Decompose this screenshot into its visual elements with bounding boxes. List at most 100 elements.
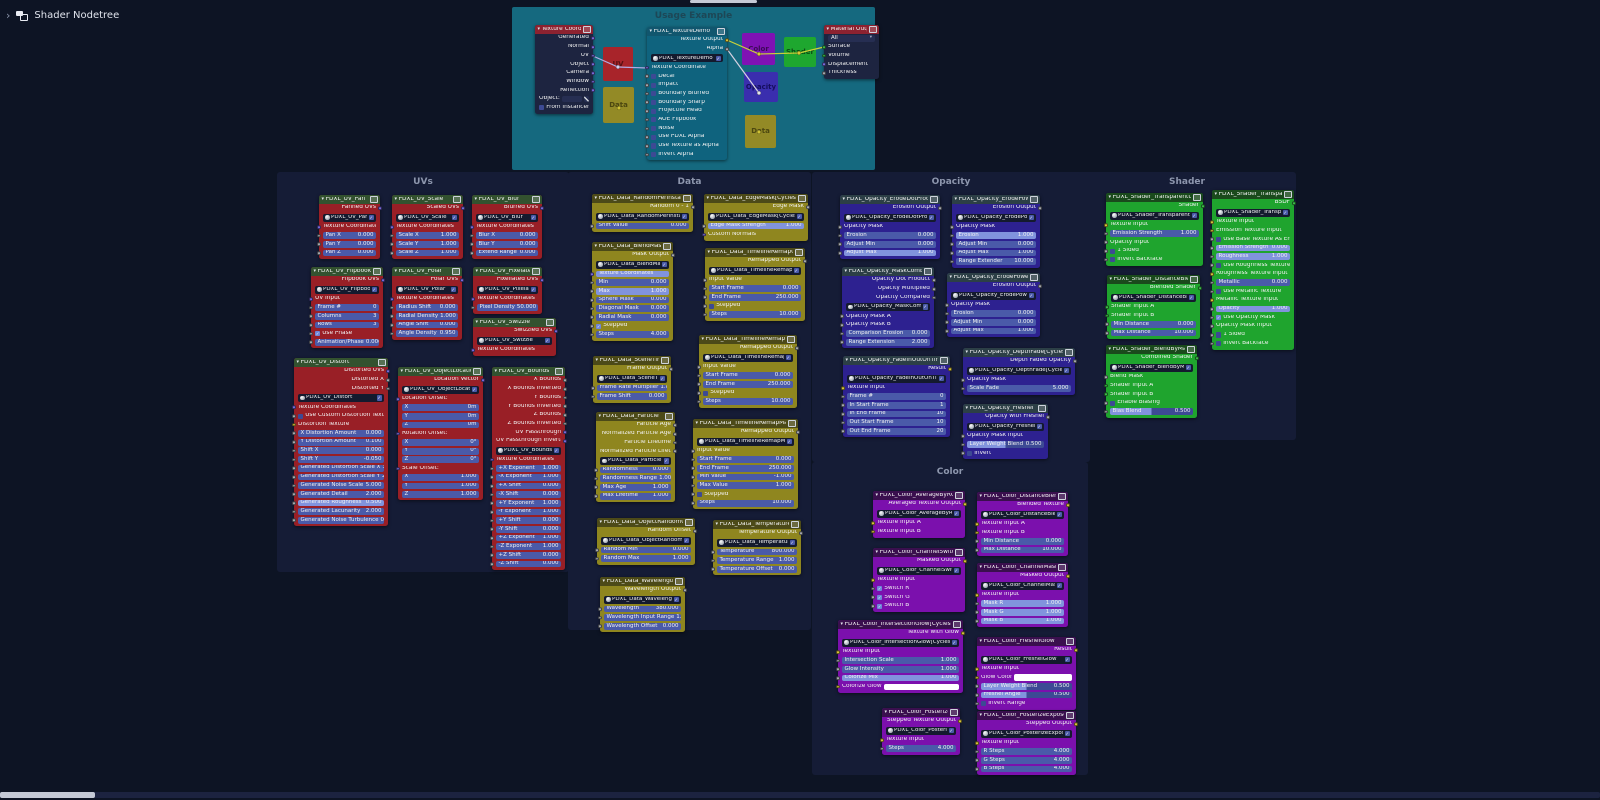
output-socket[interactable] <box>806 205 810 210</box>
number-field[interactable]: Frame #0 <box>847 393 946 401</box>
collapse-chevron-icon[interactable]: ▾ <box>842 196 846 202</box>
preview-toggle-icon[interactable] <box>1029 196 1038 203</box>
input-socket[interactable] <box>317 251 321 255</box>
collapse-chevron-icon[interactable]: ▾ <box>695 420 699 426</box>
object-field[interactable] <box>561 95 582 103</box>
node-group-selector[interactable]: PDXL_UV_Scale✓ <box>396 213 459 222</box>
output-socket[interactable] <box>591 79 595 84</box>
input-socket[interactable] <box>594 476 598 481</box>
preview-toggle-icon[interactable] <box>1189 276 1198 283</box>
preview-toggle-icon[interactable] <box>868 26 877 33</box>
input-socket[interactable] <box>594 485 598 490</box>
node-header[interactable]: ▾PDXL_Color_ChannelMask <box>977 563 1068 572</box>
output-socket[interactable] <box>938 206 942 211</box>
checkbox[interactable] <box>697 491 703 498</box>
input-socket[interactable] <box>470 242 474 247</box>
node-opacity-erodedotproduct[interactable]: ▾PDXL_Opacity_ErodeDotProductErosion Out… <box>838 195 942 259</box>
input-socket[interactable] <box>490 544 494 549</box>
output-socket[interactable] <box>591 53 595 58</box>
input-socket[interactable] <box>975 749 979 754</box>
group-options-toggle[interactable]: ✓ <box>1064 730 1070 737</box>
group-options-toggle[interactable]: ✓ <box>715 55 721 62</box>
preview-toggle-icon[interactable] <box>377 359 386 366</box>
output-socket[interactable] <box>796 430 800 435</box>
input-socket[interactable] <box>591 394 595 399</box>
input-socket[interactable] <box>975 684 979 689</box>
collapse-chevron-icon[interactable]: ▾ <box>1108 194 1112 200</box>
output-socket[interactable] <box>563 430 567 435</box>
node-opacity-fadeinoutontimeline[interactable]: ▾PDXL_Opacity_FadeInOutOnTimelineResultP… <box>841 356 952 438</box>
output-socket[interactable] <box>725 38 729 43</box>
collapse-chevron-icon[interactable]: ▾ <box>475 319 479 325</box>
input-socket[interactable] <box>950 225 954 229</box>
collapse-chevron-icon[interactable]: ▾ <box>599 519 603 525</box>
input-socket[interactable] <box>702 232 706 237</box>
input-socket[interactable] <box>838 225 842 229</box>
input-socket[interactable] <box>1105 322 1109 327</box>
preview-toggle-icon[interactable] <box>451 268 460 275</box>
group-options-toggle[interactable]: ✓ <box>789 539 795 546</box>
input-socket[interactable] <box>309 340 313 345</box>
preview-toggle-icon[interactable] <box>582 26 591 33</box>
node-header[interactable]: ▾PDXL_Data_EdgeMask[CyclesOnly] <box>704 194 808 203</box>
input-socket[interactable] <box>645 74 649 79</box>
input-socket[interactable] <box>945 320 949 325</box>
output-socket[interactable] <box>1073 359 1077 364</box>
checkbox[interactable] <box>651 152 657 158</box>
node-header[interactable]: ▾PDXL_Data_RandomPerInstance <box>592 194 693 203</box>
group-options-toggle[interactable]: ✓ <box>553 447 559 454</box>
output-socket[interactable] <box>591 36 595 41</box>
node-header[interactable]: ▾PDXL_Data_TimelineRemap - 1 - 1 <box>699 335 797 344</box>
collapse-chevron-icon[interactable]: ▾ <box>701 336 705 342</box>
group-options-toggle[interactable]: ✓ <box>1063 367 1069 374</box>
node-group-selector[interactable]: PDXL_Data_TimelineRemap - 1 - 1✓ <box>703 353 793 362</box>
node-group-selector[interactable]: PDXL_Data_BlendMask✓ <box>596 260 669 269</box>
node-header[interactable]: ▾PDXL_UV_Swizzle <box>473 318 556 327</box>
input-socket[interactable] <box>590 315 594 320</box>
input-socket[interactable] <box>703 278 707 282</box>
output-socket[interactable] <box>461 206 465 211</box>
input-socket[interactable] <box>841 394 845 399</box>
checkbox[interactable] <box>651 134 657 140</box>
node-header[interactable]: ▾PDXL_Opacity_Fresnel <box>963 404 1048 413</box>
node-header[interactable]: ▾PDXL_Shader_BlendByMask <box>1106 345 1197 354</box>
input-socket[interactable] <box>471 348 475 352</box>
group-options-toggle[interactable]: ✓ <box>530 214 536 221</box>
checkbox[interactable] <box>651 91 657 97</box>
output-socket[interactable] <box>691 205 695 210</box>
node-group-selector[interactable]: PDXL_UV_Pixelate✓ <box>477 285 538 294</box>
input-socket[interactable] <box>471 297 475 301</box>
output-socket[interactable] <box>1074 648 1078 653</box>
input-socket[interactable] <box>697 373 701 378</box>
input-socket[interactable] <box>1210 298 1214 303</box>
node-shader-transparentlit[interactable]: ▾PDXL_Shader_TransparentLitBSDFPDXL_Shad… <box>1210 190 1296 350</box>
input-socket[interactable] <box>975 619 979 623</box>
collapse-chevron-icon[interactable]: ▾ <box>949 274 953 280</box>
node-material-output[interactable]: ▾Material OutputAll▾SurfaceVolumeDisplac… <box>822 25 879 79</box>
node-data-objectrandomoffset[interactable]: ▾PDXL_Data_ObjectRandomOffsetRandom Offs… <box>595 518 697 565</box>
collapse-chevron-icon[interactable]: ▾ <box>875 492 879 498</box>
output-socket[interactable] <box>683 588 687 593</box>
number-field[interactable]: Shift Y-0.050 <box>298 456 384 463</box>
input-socket[interactable] <box>950 259 954 264</box>
input-socket[interactable] <box>309 323 313 327</box>
output-socket[interactable] <box>540 206 544 211</box>
node-group-selector[interactable]: PDXL_Data_Wavelength✓ <box>604 595 681 604</box>
